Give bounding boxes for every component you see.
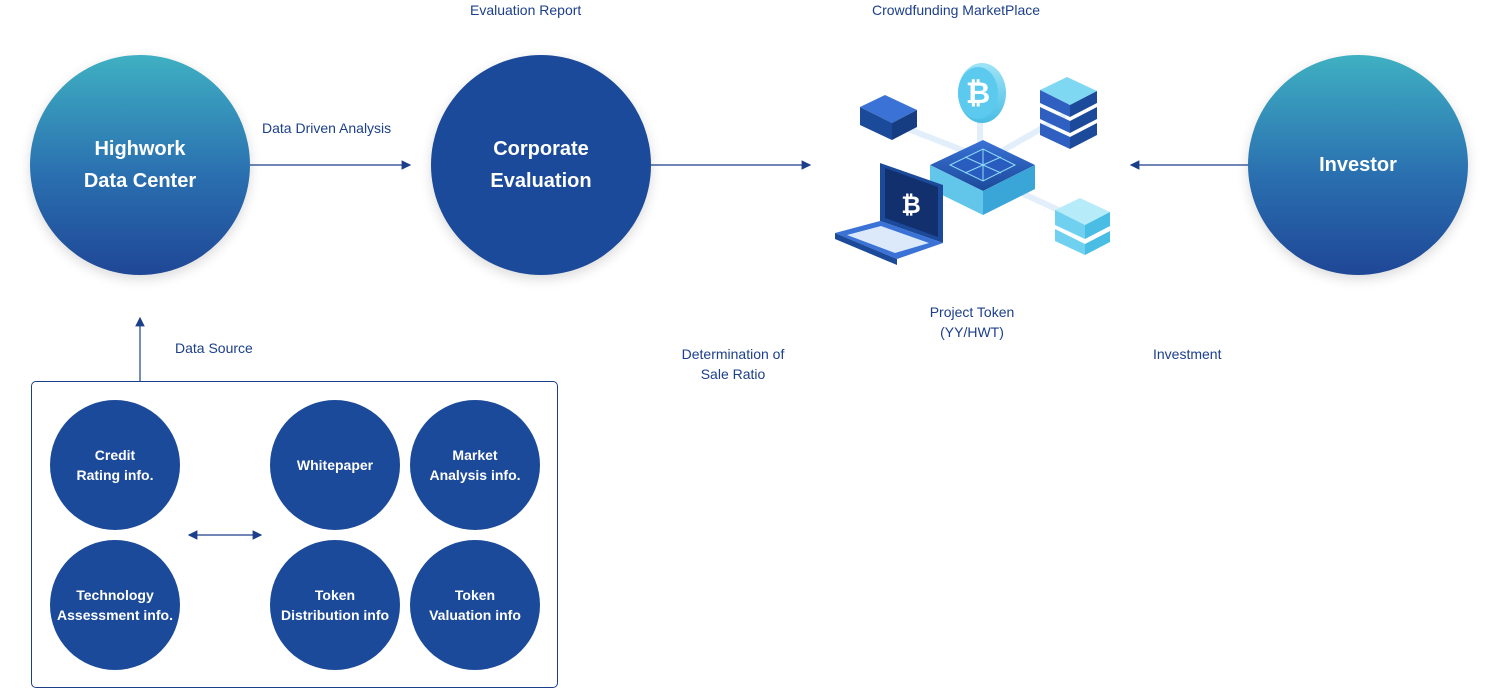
source-credit-rating: Credit Rating info.	[50, 400, 180, 530]
source-technology-assessment: Technology Assessment info.	[50, 540, 180, 670]
project-token-label: Project Token (YY/HWT)	[912, 302, 1032, 342]
source-line2: Distribution info	[280, 607, 390, 623]
determination-label: Determination of Sale Ratio	[668, 344, 798, 384]
investment-label: Investment	[1153, 346, 1222, 362]
data-driven-label: Data Driven Analysis	[262, 120, 392, 136]
source-token-distribution: Token Distribution info	[270, 540, 400, 670]
source-line1: Whitepaper	[296, 457, 374, 473]
server-stack-icon	[1040, 77, 1097, 149]
investor-node: Investor	[1248, 55, 1468, 275]
source-line2: Rating info.	[76, 467, 154, 483]
investor-label: Investor	[1319, 154, 1397, 176]
source-line1: Market	[452, 447, 498, 463]
evaluation-report-label: Evaluation Report	[470, 2, 582, 18]
corporate-line1: Corporate	[493, 138, 589, 160]
project-token-line2: (YY/HWT)	[940, 324, 1004, 340]
source-market-analysis: Market Analysis info.	[410, 400, 540, 530]
data-center-node: Highwork Data Center	[30, 55, 250, 275]
blockchain-marketplace-illustration: ₿ ₿	[835, 63, 1110, 265]
svg-text:₿: ₿	[966, 76, 990, 111]
source-line2: Analysis info.	[429, 467, 521, 483]
source-line2: Assessment info.	[57, 607, 173, 623]
bitcoin-coin-icon: ₿	[958, 63, 1006, 123]
corporate-line2: Evaluation	[490, 170, 592, 192]
svg-text:₿: ₿	[901, 191, 921, 219]
determination-line2: Sale Ratio	[700, 366, 766, 382]
source-line1: Technology	[76, 587, 154, 603]
data-source-box	[31, 381, 558, 688]
data-center-line1: Highwork	[94, 138, 186, 160]
laptop-icon: ₿	[835, 163, 943, 265]
source-whitepaper: Whitepaper	[270, 400, 400, 530]
light-block-icon	[1055, 198, 1110, 255]
data-center-line2: Data Center	[83, 170, 197, 192]
source-line2: Valuation info	[429, 607, 521, 623]
dark-block-icon	[860, 95, 917, 140]
crowdfunding-label: Crowdfunding MarketPlace	[872, 2, 1041, 18]
corporate-evaluation-node: Corporate Evaluation	[431, 55, 651, 275]
determination-line1: Determination of	[681, 346, 785, 362]
project-token-line1: Project Token	[929, 304, 1015, 320]
central-chip-icon	[930, 140, 1035, 215]
source-line1: Token	[454, 587, 496, 603]
source-line1: Credit	[94, 447, 136, 463]
source-token-valuation: Token Valuation info	[410, 540, 540, 670]
data-source-label: Data Source	[175, 340, 253, 356]
source-line1: Token	[314, 587, 356, 603]
